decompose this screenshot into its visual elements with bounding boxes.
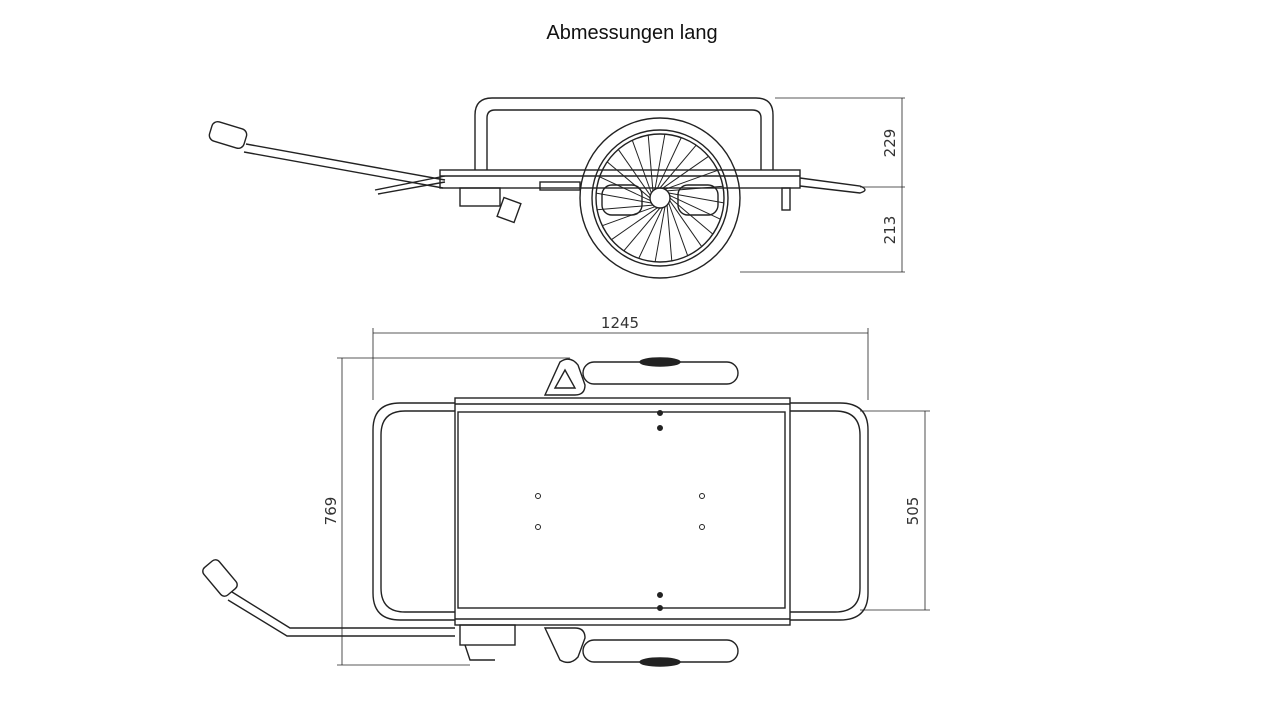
frame-side: [474, 97, 774, 170]
dim-lower-height: 213: [881, 216, 899, 245]
dim-upper-height: 229: [881, 129, 899, 158]
dim-length: 1245: [601, 314, 639, 332]
mounting-holes: [535, 410, 705, 611]
wheel-spoke: [597, 204, 653, 211]
wheel-spoke: [666, 205, 673, 261]
wheel-spoke: [654, 134, 666, 190]
wheel-spoke: [656, 137, 682, 189]
wheel-spoke: [669, 200, 703, 247]
wheel-side: [579, 117, 741, 279]
dim-overall-width: 769: [322, 497, 340, 526]
wheel-spoke: [617, 149, 651, 196]
platform-top: [454, 397, 791, 626]
drawbar-side: [208, 120, 522, 224]
wheel-spoke: [631, 140, 652, 194]
drawbar-top: [202, 559, 516, 661]
side-view: 229 213: [208, 97, 905, 279]
handle-top: [543, 358, 586, 396]
frame-top: [372, 402, 869, 621]
wheel-spoke: [611, 207, 658, 241]
dim-inner-width: 505: [904, 497, 922, 526]
wheel-spoke: [662, 155, 709, 189]
wheel-spoke: [664, 169, 718, 190]
wheel-spoke: [647, 135, 654, 191]
top-view: 1245 769 505: [202, 314, 930, 667]
drawing-title: Abmessungen lang: [546, 22, 718, 44]
wheel-spoke: [668, 192, 724, 204]
dimension-side: [740, 97, 905, 273]
wheel-spoke: [659, 144, 697, 189]
platform-side: [439, 169, 801, 189]
wheel-spoke: [596, 192, 652, 204]
wheel-spoke: [654, 206, 666, 262]
wheel-spoke: [638, 207, 664, 259]
wheel-spoke: [606, 161, 651, 199]
dimension-top: [337, 328, 930, 666]
wheel-spoke: [668, 202, 689, 256]
handle-bottom: [543, 627, 586, 664]
wheel-spoke: [602, 206, 656, 227]
wheel-spoke: [669, 197, 714, 235]
wheel-spoke: [623, 207, 661, 252]
